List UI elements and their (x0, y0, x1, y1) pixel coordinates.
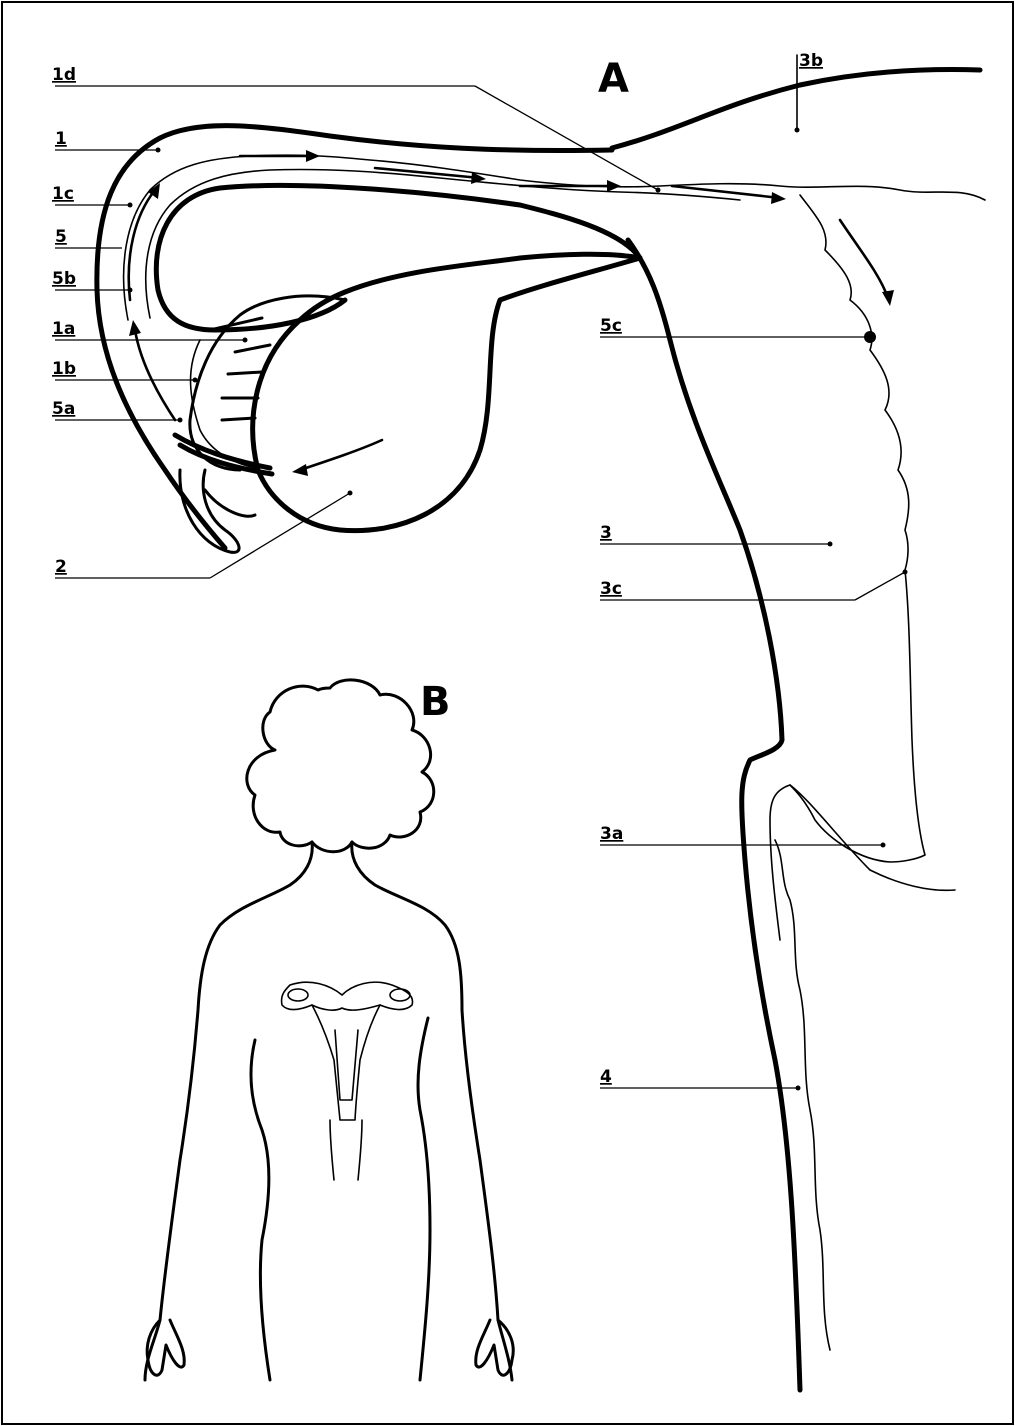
endometrium-wavy (800, 195, 909, 570)
infundibulum (190, 296, 345, 470)
figure-body-silhouette (145, 842, 512, 1380)
uterus-fundus-outline (612, 70, 980, 148)
flow-arrowhead-4 (771, 192, 786, 204)
label-1b: 1b (52, 359, 76, 379)
label-5: 5 (55, 227, 67, 247)
flow-arrow-7 (135, 330, 175, 420)
figure-torso-sides (251, 1018, 430, 1380)
label-5a: 5a (52, 399, 75, 419)
flow-arrowhead-1 (306, 150, 320, 162)
flow-arrowhead-7 (129, 320, 141, 336)
flow-arrowhead-ovulation (292, 464, 308, 476)
tubal-inner-mucosa-wavy (146, 169, 740, 318)
label-1c: 1c (52, 184, 74, 204)
flow-arrow-ovulation (300, 440, 382, 470)
panel-b-letter: B (420, 679, 451, 725)
tubal-mucosa-wavy (124, 155, 985, 320)
label-4: 4 (600, 1067, 612, 1087)
figure-head-silhouette (247, 680, 434, 852)
label-2: 2 (55, 557, 67, 577)
panel-b: B (145, 679, 513, 1380)
label-3a: 3a (600, 824, 623, 844)
panel-a: A (52, 51, 985, 1390)
label-3: 3 (600, 523, 612, 543)
leader-lines (55, 86, 905, 1088)
label-1a: 1a (52, 319, 75, 339)
panel-a-letter: A (598, 56, 629, 102)
flow-arrow-5 (840, 220, 888, 298)
fimbriae (210, 318, 270, 420)
label-3c: 3c (600, 579, 622, 599)
figure-hand-right (476, 1320, 513, 1375)
cervix-outline (770, 785, 955, 940)
label-1: 1 (55, 129, 67, 149)
fallopian-tube-inner-wall (156, 185, 640, 330)
ovum-dot (864, 331, 876, 343)
leader-endpoints (128, 128, 908, 1091)
label-5c: 5c (600, 316, 622, 336)
flow-arrow-6 (129, 190, 155, 300)
flow-arrowhead-3 (607, 180, 621, 192)
uterus-inset (282, 982, 413, 1180)
uterine-cavity-lining (790, 570, 925, 862)
label-1d: 1d (52, 65, 76, 85)
flow-arrowhead-5 (882, 290, 894, 306)
uterine-wall (628, 240, 800, 1390)
label-3b: 3b (799, 51, 823, 71)
label-5b: 5b (52, 269, 76, 289)
